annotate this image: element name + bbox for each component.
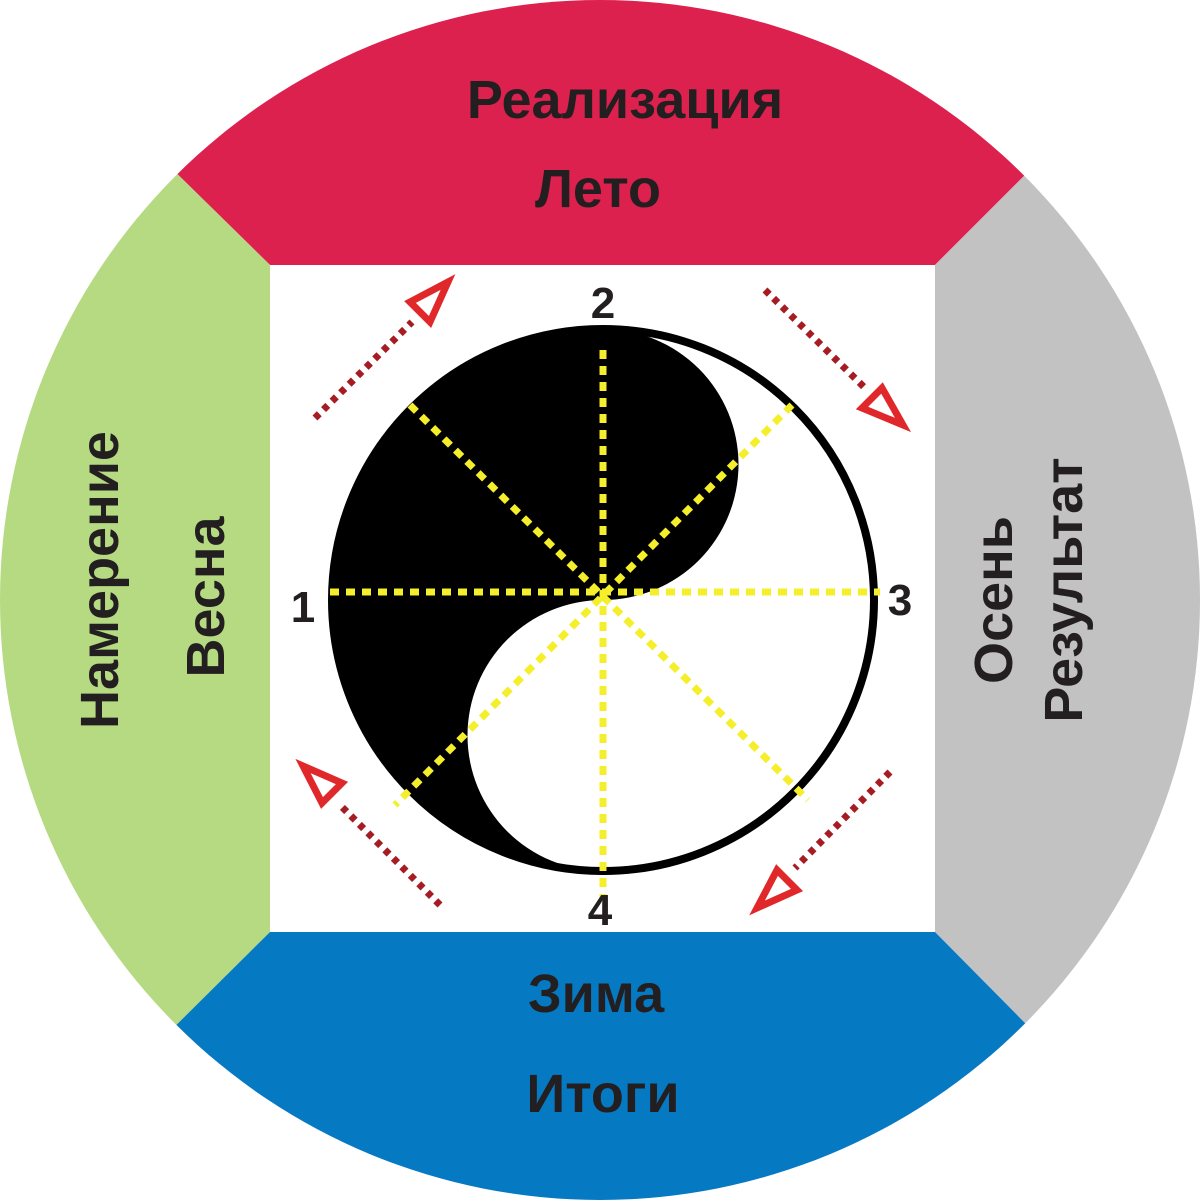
top-line-2: Лето <box>535 159 661 219</box>
bottom-line-2: Итоги <box>526 1064 679 1124</box>
right-line-1: Осень <box>964 516 1024 684</box>
point-3-label: 3 <box>888 576 912 625</box>
arrow-autumn-to-winter <box>749 769 893 916</box>
point-4-label: 4 <box>588 886 613 935</box>
guide-lines <box>330 350 880 900</box>
arrow-winter-to-spring <box>295 758 443 908</box>
point-2-label: 2 <box>591 279 615 328</box>
left-line-1: Намерение <box>70 431 130 729</box>
bottom-line-1: Зима <box>528 964 665 1024</box>
top-line-1: Реализация <box>467 70 783 130</box>
left-line-2: Весна <box>176 516 236 678</box>
dashed-arrow-icon <box>295 274 912 916</box>
arrow-spring-to-summer <box>312 274 456 421</box>
point-1-label: 1 <box>291 583 315 632</box>
arrow-summer-to-autumn <box>762 287 912 433</box>
right-line-2: Результат <box>1034 457 1094 722</box>
